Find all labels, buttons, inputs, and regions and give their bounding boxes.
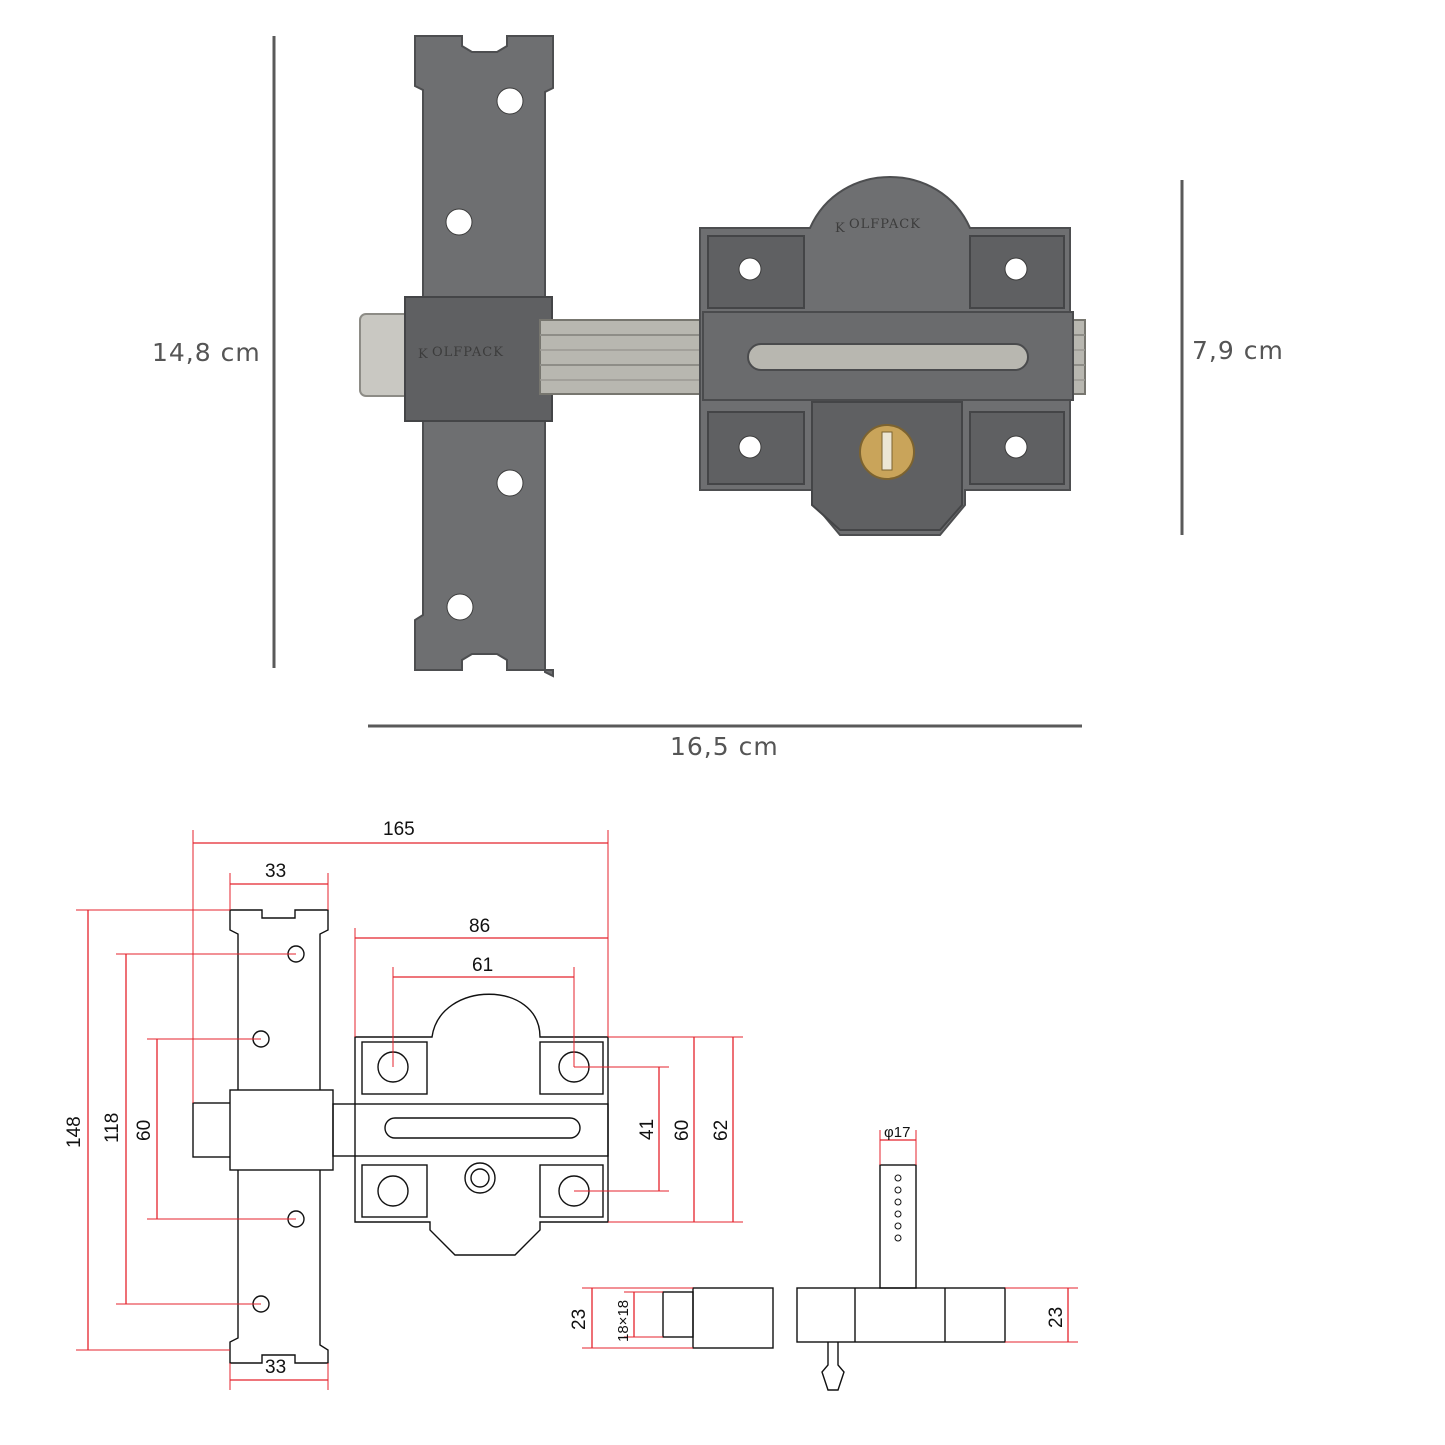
drawing-cylinder-inner (470, 1168, 490, 1188)
brand-mark-body: K (835, 221, 846, 236)
keeper-block (404, 296, 553, 422)
dim-86: 86 (469, 916, 490, 937)
dim-60-right: 60 (672, 1120, 693, 1141)
screw-hole (496, 469, 524, 497)
dim-33-bottom: 33 (265, 1357, 286, 1378)
drawing-bracket (361, 1041, 428, 1095)
screw-hole (1004, 435, 1028, 459)
drawing-bolt-tip (192, 1102, 234, 1158)
dim-phi17: φ17 (884, 1124, 910, 1141)
drawing-dimensions: 165 33 86 61 148 118 (64, 819, 743, 1390)
screw-hole (446, 593, 474, 621)
side-key (821, 1342, 845, 1391)
drawing-bolt-bar (332, 1103, 609, 1157)
drawing-hole (377, 1175, 409, 1207)
dim-33-top: 33 (265, 861, 286, 882)
drawing-bracket (539, 1041, 604, 1095)
dim-41: 41 (637, 1119, 658, 1140)
dim-165: 165 (383, 819, 415, 840)
width-label: 16,5 cm (670, 732, 779, 761)
brand-text-keeper: OLFPACK (432, 345, 504, 360)
technical-drawing-front: 165 33 86 61 148 118 (64, 819, 743, 1390)
body-height-label: 7,9 cm (1192, 336, 1284, 365)
guide-slot (747, 343, 1029, 371)
dim-60-left: 60 (134, 1120, 155, 1141)
bolt-tip (359, 313, 411, 397)
screw-hole (738, 257, 762, 281)
drawing-slot (384, 1117, 581, 1139)
drawing-bracket (361, 1164, 428, 1218)
technical-drawing-side: φ17 23 18×18 23 (569, 1124, 1078, 1391)
screw-hole (738, 435, 762, 459)
side-bolt (879, 1164, 917, 1289)
dim-61: 61 (472, 955, 493, 976)
dim-62: 62 (711, 1120, 732, 1141)
brand-text-body: OLFPACK (849, 217, 921, 232)
dim-23-right: 23 (1046, 1307, 1067, 1328)
side-bolt-end (662, 1291, 694, 1338)
dim-18x18: 18×18 (615, 1300, 632, 1342)
screw-hole (496, 87, 524, 115)
side-keeper (692, 1287, 774, 1349)
height-label: 14,8 cm (152, 338, 261, 367)
brand-mark-keeper: K (418, 347, 429, 362)
dim-118: 118 (102, 1113, 123, 1143)
lock-photo: K OLFPACK K OLFPACK 14,8 cm 7,9 cm (152, 35, 1284, 761)
drawing-body (354, 993, 609, 1256)
screw-hole (1004, 257, 1028, 281)
screw-hole (445, 208, 473, 236)
dim-148: 148 (64, 1116, 85, 1148)
side-body (796, 1287, 1006, 1343)
drawing-cylinder (464, 1162, 496, 1194)
drawing-keeper (229, 1089, 334, 1171)
keyway (881, 431, 893, 471)
dim-23-left: 23 (569, 1309, 590, 1330)
